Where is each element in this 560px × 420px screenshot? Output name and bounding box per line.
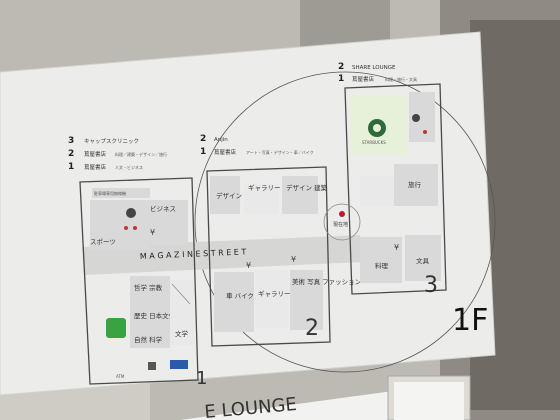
b3-travel-area [394, 164, 438, 206]
dir-name-2: 蔦屋書店 [84, 150, 107, 158]
b2-car-label: 車 バイク [226, 291, 254, 300]
b1-business-label: ビジネス [150, 204, 176, 213]
b3-travel-label: 旅行 [408, 180, 422, 189]
dir-floor-2: 2 [68, 149, 74, 159]
b2-design2-label: デザイン 建築 [286, 183, 328, 192]
right-name-2: SHARE LOUNGE [352, 65, 396, 71]
right-floor-2: 2 [338, 62, 344, 72]
starbucks-logo-inner [373, 124, 381, 132]
b3-stationery-label: 文具 [416, 256, 430, 265]
building-1: 駐車場専用無線機 スポーツ ビジネス ¥ 哲学 宗教 歴史 日本文化 自然 科学… [79, 177, 207, 389]
dir-name-3: キャップスクリニック [84, 138, 139, 145]
b1-philosophy-label: 哲学 宗教 [134, 283, 163, 292]
card-stack [394, 382, 464, 420]
b1-literature-label: 文学 [175, 329, 189, 338]
b1-atm-label: ATM [116, 374, 125, 379]
b2-art-label: 美術 写真 ファッション [292, 277, 361, 286]
dir-note-1: 人文・ビジネス [115, 164, 143, 170]
dir-name-1: 蔦屋書店 [84, 163, 107, 171]
here-marker: 現在地 [323, 203, 361, 241]
mid-floor-2: 2 [200, 134, 206, 144]
b1-stairs [170, 280, 194, 345]
wheelchair-icon [126, 208, 136, 218]
mid-name-2: Anjin [214, 137, 228, 143]
here-ring [323, 203, 361, 241]
b2-design1-area [210, 176, 240, 214]
b2-gallery-bottom-label: ギャラリー [258, 290, 291, 298]
here-dot-icon [339, 211, 345, 217]
b3-starbucks-label: STARBUCKS [362, 140, 386, 145]
b2-design1-label: デザイン 建築 [216, 191, 258, 200]
dir-note-2: 料理／建築・デザイン／旅行 [115, 151, 167, 157]
building-3: STARBUCKS 旅行 料理 文具 ¥ 3 [344, 83, 447, 298]
b3-stairs [360, 176, 398, 206]
right-name-1: 蔦屋書店 [352, 75, 375, 83]
b2-register-icon: ¥ [246, 261, 251, 270]
building-number-3: 3 [424, 273, 438, 298]
b1-parking-label: 駐車場専用無線機 [94, 190, 126, 196]
mid-floor-1: 1 [200, 147, 206, 157]
b1-books-area [130, 276, 170, 348]
dir-floor-1: 1 [68, 162, 74, 172]
b3-wheelchair-icon [412, 114, 420, 122]
register-icon: ¥ [150, 228, 155, 237]
b1-green-cafe-icon [106, 318, 126, 338]
left-directory: 3 キャップスクリニック 2 蔦屋書店 料理／建築・デザイン／旅行 1 蔦屋書店… [68, 136, 167, 172]
b2-gallery-bottom-area [255, 270, 289, 328]
b2-design2-area [282, 176, 318, 214]
b3-register-icon: ¥ [394, 243, 399, 252]
here-label: 現在地 [333, 221, 348, 228]
mid-directory: 2 Anjin 1 蔦屋書店 アート・写真・デザイン・車／バイク [200, 134, 314, 157]
right-note-1: 料理・旅行・文具 [385, 76, 417, 82]
dir-floor-3: 3 [68, 136, 74, 146]
mid-note-1: アート・写真・デザイン・車／バイク [246, 149, 314, 155]
b1-sports-label: スポーツ [90, 238, 116, 246]
right-floor-1: 1 [338, 74, 344, 84]
building-2: デザイン 建築 ギャラリー デザイン 建築 車 バイク ギャラリー 美術 写真 … [206, 166, 361, 347]
b1-business-area [143, 200, 188, 245]
radius-circle [194, 71, 496, 373]
b3-stationery-area [405, 235, 441, 281]
b1-nature-label: 自然 科学 [134, 335, 163, 344]
b1-elevator-icon [148, 362, 156, 370]
b1-parking-room [92, 188, 150, 198]
restroom-icon [124, 226, 128, 230]
b3-cooking-label: 料理 [375, 261, 389, 270]
b1-history-label: 歴史 日本文化 [134, 311, 176, 320]
b3-restroom-icon [423, 130, 427, 134]
b1-bank-icon [170, 360, 188, 369]
right-directory: 2 SHARE LOUNGE 1 蔦屋書店 料理・旅行・文具 [338, 62, 417, 84]
b1-sports-area [90, 200, 150, 250]
b2-register2-icon: ¥ [291, 255, 296, 264]
floor-indicator: 1F [452, 303, 488, 338]
restroom-female-icon [133, 226, 137, 230]
b3-cooking-area [360, 237, 402, 283]
b2-car-area [214, 272, 254, 332]
b2-gallery-top-label: ギャラリー [248, 184, 281, 192]
building-number-2: 2 [305, 316, 319, 341]
b2-gallery-top-area [244, 184, 279, 214]
mid-name-1: 蔦屋書店 [214, 148, 237, 156]
building-number-1: 1 [196, 368, 207, 389]
b2-art-area [290, 270, 323, 330]
bottom-sign [180, 390, 420, 420]
